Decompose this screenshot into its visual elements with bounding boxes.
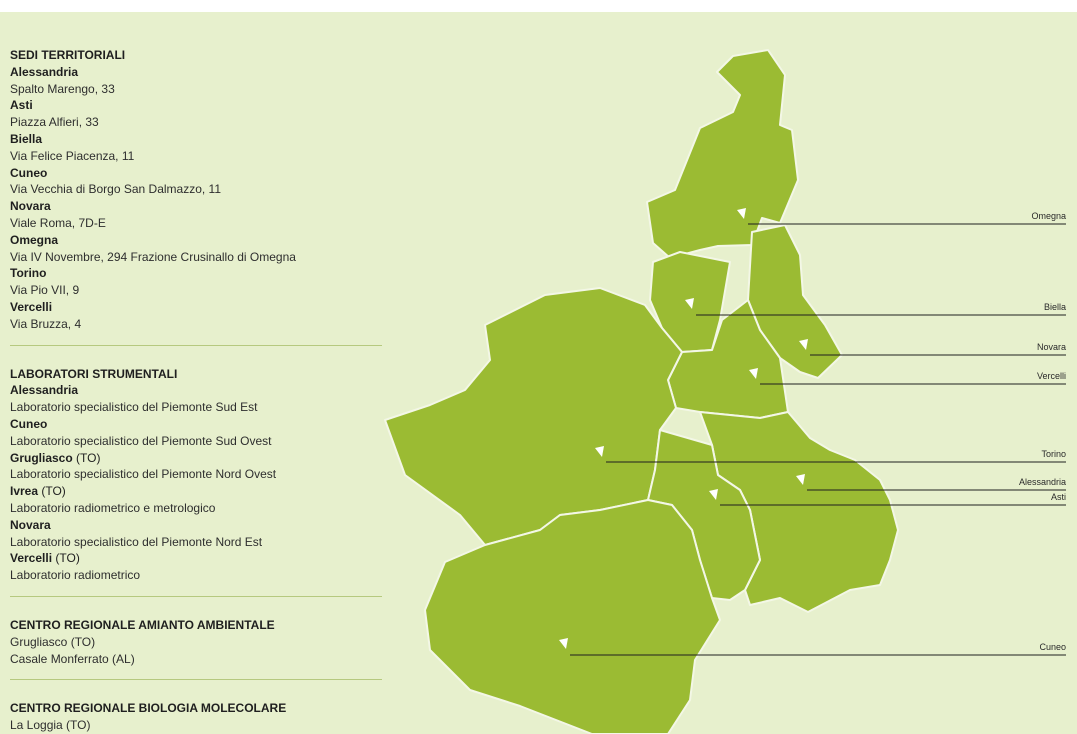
lab-city: Ivrea — [10, 484, 39, 499]
lab-description: Laboratorio specialistico del Piemonte S… — [10, 400, 258, 415]
callout-label-asti: Asti — [1050, 492, 1066, 502]
lab-city: Alessandria — [10, 383, 79, 398]
marker-torino — [595, 446, 604, 457]
leader-layer — [570, 223, 1066, 656]
divider — [10, 595, 382, 597]
marker-omegna — [737, 208, 746, 219]
sede-address: Via Vecchia di Borgo San Dalmazzo, 11 — [10, 182, 222, 197]
lab-name: Vercelli (TO) — [10, 550, 382, 567]
marker-biella — [685, 298, 694, 309]
piemonte-map — [384, 49, 1066, 734]
lab-description: Laboratorio radiometrico e metrologico — [10, 500, 216, 515]
divider — [10, 344, 382, 346]
lab-city: Novara — [10, 517, 51, 532]
lab-province: (TO) — [52, 551, 80, 566]
sede-address: Spalto Marengo, 33 — [10, 81, 115, 96]
lab-description: Laboratorio radiometrico — [10, 568, 141, 583]
lab-name: Ivrea (TO) — [10, 483, 382, 500]
sede-name: Biella — [10, 131, 43, 146]
region-cuneo — [424, 499, 721, 734]
region-shapes — [384, 49, 899, 734]
sede-name: Omegna — [10, 232, 59, 247]
callout-label-omegna: Omegna — [1031, 211, 1066, 221]
lab-city: Vercelli — [10, 551, 53, 566]
callout-label-novara: Novara — [1036, 342, 1066, 352]
amianto-title: CENTRO REGIONALE AMIANTO AMBIENTALE — [10, 617, 275, 632]
sede-name: Torino — [10, 266, 47, 281]
lab-name: Alessandria — [10, 382, 382, 399]
marker-novara — [799, 339, 808, 350]
sede-address: Viale Roma, 7D-E — [10, 215, 106, 230]
callout-label-vercelli: Vercelli — [1036, 371, 1066, 381]
lab-province: (TO) — [72, 450, 101, 465]
region-omegna — [646, 49, 799, 259]
sede-name: Vercelli — [10, 299, 53, 314]
amianto-line: Casale Monferrato (AL) — [10, 651, 135, 666]
callout-label-torino: Torino — [1041, 449, 1066, 459]
laboratori-title: LABORATORI STRUMENTALI — [10, 366, 178, 381]
sede-name: Cuneo — [10, 165, 48, 180]
lab-province: (TO) — [38, 484, 66, 499]
marker-vercelli — [749, 368, 758, 379]
lab-name: Cuneo — [10, 416, 382, 433]
marker-layer — [559, 208, 808, 649]
divider — [10, 679, 382, 681]
lab-name: Grugliasco (TO) — [10, 450, 382, 467]
sede-address: Via Felice Piacenza, 11 — [10, 148, 135, 163]
marker-alessandria — [796, 474, 805, 485]
lab-city: Grugliasco — [10, 450, 73, 465]
amianto-line: Grugliasco (TO) — [10, 634, 96, 649]
biologia-line: La Loggia (TO) — [10, 718, 91, 733]
sede-address: Via Pio VII, 9 — [10, 283, 80, 298]
callout-label-biella: Biella — [1043, 302, 1066, 312]
marker-cuneo — [559, 638, 568, 649]
callout-label-alessandria: Alessandria — [1018, 477, 1066, 487]
sede-name: Alessandria — [10, 64, 79, 79]
sede-address: Via Bruzza, 4 — [10, 316, 82, 331]
lab-name: Novara — [10, 517, 382, 534]
sede-name: Novara — [10, 199, 51, 214]
sede-name: Asti — [10, 98, 33, 113]
sede-address: Piazza Alfieri, 33 — [10, 115, 99, 130]
lab-city: Cuneo — [10, 416, 48, 431]
lab-description: Laboratorio specialistico del Piemonte N… — [10, 534, 263, 549]
lab-description: Laboratorio specialistico del Piemonte N… — [10, 467, 277, 482]
sede-address: Via IV Novembre, 294 Frazione Crusinallo… — [10, 249, 296, 264]
lab-description: Laboratorio specialistico del Piemonte S… — [10, 433, 272, 448]
marker-asti — [709, 489, 718, 500]
biologia-title: CENTRO REGIONALE BIOLOGIA MOLECOLARE — [10, 701, 287, 716]
callout-label-cuneo: Cuneo — [1039, 642, 1066, 652]
sedi-title: SEDI TERRITORIALI — [10, 48, 126, 62]
